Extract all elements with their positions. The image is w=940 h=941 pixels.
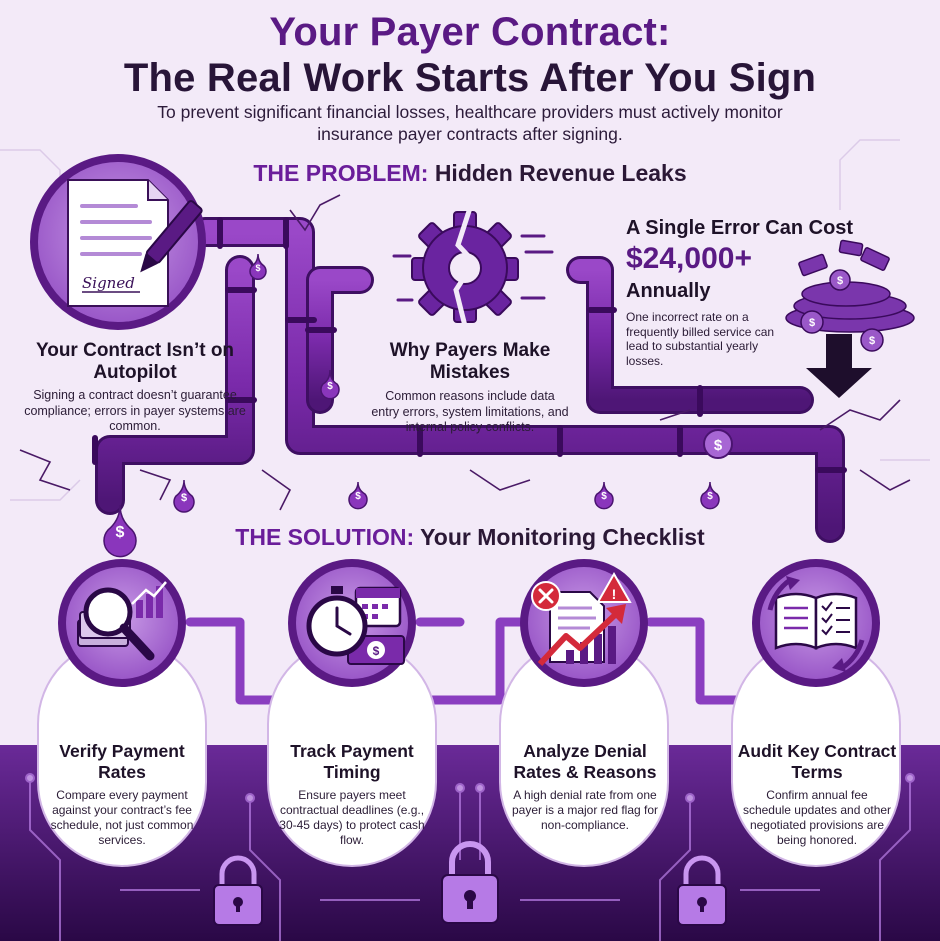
- svg-text:$: $: [809, 317, 815, 329]
- mistakes-text: Common reasons include data entry errors…: [371, 389, 569, 434]
- contract-text: Signing a contract doesn’t guarantee com…: [24, 388, 246, 433]
- step-1-text: Compare every payment against your contr…: [50, 788, 194, 847]
- lock-icon: [213, 841, 727, 926]
- dollar-drop-icon: [103, 253, 720, 558]
- contract-title: Your Contract Isn’t on Autopilot: [35, 340, 235, 383]
- title-line-1: Your Payer Contract:: [269, 10, 671, 54]
- coin-icon: $: [703, 429, 733, 459]
- svg-text:$: $: [869, 335, 875, 347]
- solution-title: Your Monitoring Checklist: [420, 524, 705, 550]
- svg-text:$: $: [116, 524, 125, 541]
- down-arrow-icon: [806, 334, 872, 398]
- cost-unit: Annually: [626, 280, 711, 302]
- title-line-2: The Real Work Starts After You Sign: [123, 56, 817, 100]
- step-4-title: Audit Key Contract Terms: [737, 741, 897, 782]
- svg-text:$: $: [373, 644, 380, 658]
- magnifier-chart-icon: [77, 581, 167, 661]
- cost-label: A Single Error Can Cost: [626, 217, 854, 239]
- svg-text:$: $: [255, 263, 260, 273]
- step-3-text: A high denial rate from one payer is a m…: [511, 788, 659, 832]
- step-1-title: Verify Payment Rates: [59, 741, 185, 782]
- problem-title: Hidden Revenue Leaks: [434, 160, 687, 186]
- svg-text:$: $: [181, 492, 187, 504]
- svg-text:$: $: [707, 491, 713, 502]
- crack-lines: [19, 194, 911, 511]
- svg-text:$: $: [714, 437, 723, 454]
- stopwatch-calendar-icon: $: [306, 586, 405, 665]
- cost-text: One incorrect rate on a frequently bille…: [626, 310, 775, 368]
- svg-text:$: $: [601, 491, 607, 502]
- step-2-text: Ensure payers meet contractual deadlines…: [279, 788, 425, 847]
- step-cards: [37, 639, 901, 867]
- svg-text:$: $: [355, 491, 361, 502]
- mistakes-title: Why Payers Make Mistakes: [389, 340, 551, 383]
- svg-text:$: $: [837, 275, 843, 287]
- leaking-pipes: [92, 217, 847, 543]
- problem-heading: THE PROBLEM: Hidden Revenue Leaks: [0, 160, 940, 187]
- cost-amount: $24,000+: [626, 242, 752, 275]
- svg-text:!: !: [612, 586, 617, 602]
- document-pen-icon: Signed: [30, 154, 206, 330]
- open-book-checklist-icon: [767, 576, 865, 672]
- step-2-title: Track Payment Timing: [290, 741, 414, 782]
- problem-keyword: THE PROBLEM:: [253, 160, 429, 186]
- solution-keyword: THE SOLUTION:: [235, 524, 415, 550]
- subtitle: To prevent significant financial losses,…: [157, 102, 783, 144]
- denial-trend-icon: !: [531, 571, 632, 667]
- svg-text:Signed: Signed: [82, 274, 135, 292]
- solution-heading: THE SOLUTION: Your Monitoring Checklist: [0, 524, 940, 551]
- step-3-title: Analyze Denial Rates & Reasons: [513, 741, 657, 782]
- svg-text:$: $: [327, 381, 333, 392]
- money-pile-icon: $ $ $: [785, 239, 915, 352]
- broken-gear-icon: [392, 207, 554, 331]
- step-4-text: Confirm annual fee schedule updates and …: [742, 788, 892, 847]
